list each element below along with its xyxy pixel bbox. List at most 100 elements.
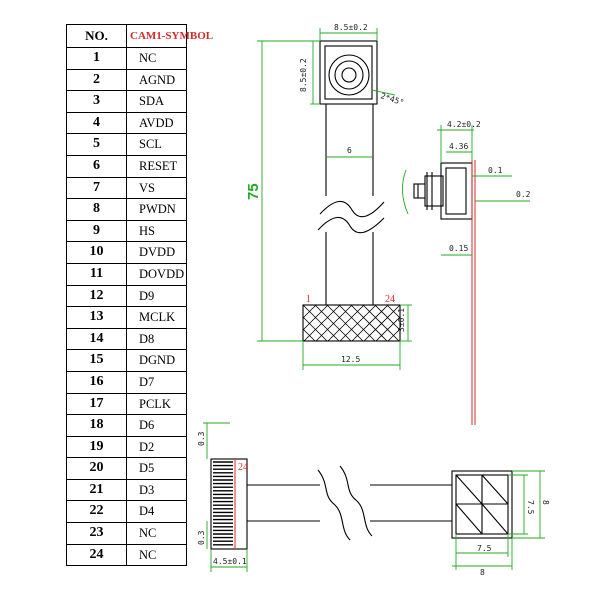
dim-flex-thickness-label: 0.1 — [488, 166, 503, 175]
front-view: 1 24 8.5±0.2 8.5±0.2 2*45° 6 75 3±0.1 12… — [245, 23, 412, 370]
hatch-line — [374, 304, 401, 331]
hatch-line — [351, 304, 389, 342]
hatch-line — [386, 304, 401, 319]
hatch-line — [350, 304, 388, 342]
camera-module-inner — [324, 45, 373, 100]
hatch-line — [387, 328, 401, 342]
pin-symbol: PWDN — [126, 198, 187, 221]
hatch-line — [362, 304, 400, 342]
bottom-break-line-2 — [339, 465, 373, 537]
pin-symbol: PCLK — [126, 392, 187, 416]
dim-module-width-label: 8.5±0.2 — [334, 23, 368, 32]
pin-symbol: NC — [126, 543, 187, 567]
hatch-line — [302, 304, 317, 319]
dim-total-length-label: 75 — [245, 183, 262, 200]
hatch-line — [363, 304, 401, 342]
hatch-line — [303, 304, 341, 342]
hatch-line — [398, 304, 401, 307]
bottom-connector-fingers — [213, 461, 233, 546]
bottom-connector-tail — [210, 458, 248, 550]
front-connector — [302, 304, 401, 342]
hatch-line — [302, 316, 328, 342]
pin-number: 24 — [66, 543, 127, 567]
bottom-module-outline — [451, 470, 513, 539]
dim-stiffener-label: 0.15 — [449, 244, 468, 253]
dim-connector-width-label: 12.5 — [341, 355, 360, 364]
pin-first-label: 1 — [306, 294, 311, 305]
dim-module-outer-width-label: 8 — [480, 568, 485, 577]
pin-number: 18 — [66, 414, 127, 437]
dim-tail-bottom-label: 0.3 — [197, 530, 206, 545]
dim-offset-label: 0.2 — [516, 190, 531, 199]
dim-side-lens-label: 4.36 — [449, 142, 468, 151]
bottom-pin-label: 24 — [238, 462, 248, 473]
pin-symbol: HS — [126, 219, 187, 243]
pin-symbol: D6 — [126, 414, 187, 437]
pin-symbol: VS — [126, 176, 187, 200]
pin-symbol: NC — [126, 522, 187, 545]
hatch-line — [302, 328, 316, 342]
hatch-line — [338, 304, 376, 342]
pin-number: 14 — [66, 327, 127, 351]
pin-number: 11 — [66, 262, 127, 286]
dim-connector-height-label: 3±0.1 — [397, 308, 406, 332]
break-line-top — [319, 200, 385, 218]
dim-module-height-label: 8.5±0.2 — [299, 58, 308, 92]
pin-number: 8 — [66, 198, 127, 221]
lens-center — [341, 67, 357, 83]
pin-symbol: AGND — [126, 68, 187, 92]
pin-last-label: 24 — [385, 294, 395, 305]
break-line-bottom — [317, 216, 385, 234]
dim-module-inner-height-label: 7.5 — [526, 500, 535, 515]
pin-number: 9 — [66, 219, 127, 243]
side-lens — [424, 175, 444, 207]
hatch-line — [327, 304, 365, 342]
lens-ring-outer — [328, 54, 370, 96]
pin-symbol: DGND — [126, 349, 187, 372]
hatch-line — [302, 304, 305, 307]
hatch-line — [302, 304, 340, 342]
pin-number: 17 — [66, 392, 127, 416]
hatch-line — [375, 316, 401, 342]
bottom-break-line-1 — [317, 469, 351, 541]
hatch-line — [315, 304, 353, 342]
pin-symbol: AVDD — [126, 111, 187, 135]
pin-symbol: DOVDD — [126, 262, 187, 286]
pin-symbol: DVDD — [126, 241, 187, 264]
hatch-line — [326, 304, 364, 342]
dim-side-top-label: 4.2±0.2 — [447, 120, 481, 129]
dim-module-angle-label: 2*45° — [379, 91, 405, 107]
side-view: 4.2±0.2 4.36 0.1 0.2 0.15 — [402, 120, 531, 425]
pin-no-header: NO. — [66, 24, 127, 48]
hatch-line — [314, 304, 352, 342]
front-connector-hatch — [302, 304, 401, 342]
dim-tail-top-label: 0.3 — [197, 431, 206, 446]
dim-module-outer-height-label: 8 — [541, 500, 550, 505]
pin-symbol: D2 — [126, 435, 187, 459]
pin-symbol: SCL — [126, 133, 187, 156]
pin-symbol: RESET — [126, 154, 187, 178]
lens-ring-mid — [334, 60, 364, 90]
pin-symbol: D5 — [126, 457, 187, 480]
hatch-line — [302, 304, 329, 331]
